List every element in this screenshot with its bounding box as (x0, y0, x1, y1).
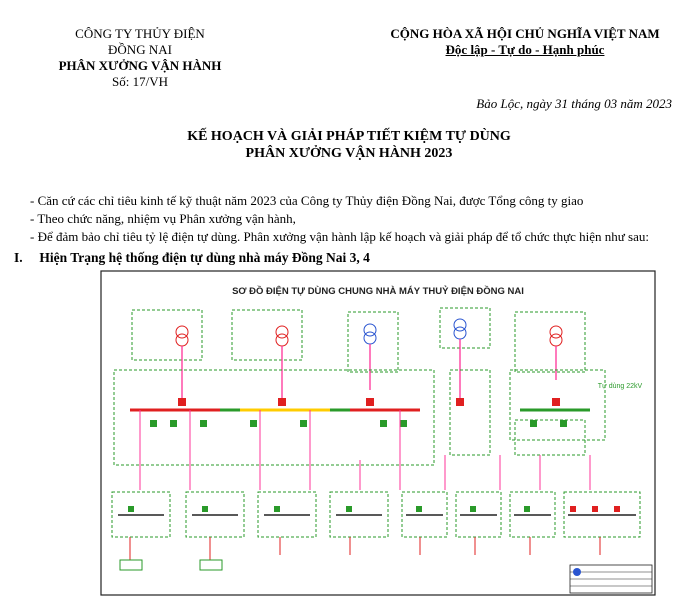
transformer-icon (453, 318, 467, 332)
board-breakers (570, 506, 620, 512)
incomer-box-center (231, 309, 303, 361)
company-logo-icon (573, 568, 581, 576)
main-switchgear-box (113, 369, 435, 466)
aux-22kv-label: Tự dùng 22kV (598, 383, 643, 390)
basis-item: - Theo chức năng, nhiệm vụ Phân xưởng vậ… (30, 211, 296, 226)
feeder-lines (139, 410, 591, 490)
issuer-block: CÔNG TY THỦY ĐIỆN ĐỒNG NAI PHÂN XƯỞNG VẬ… (20, 26, 260, 90)
title-line1: KẾ HOẠCH VÀ GIẢI PHÁP TIẾT KIỆM TỰ DÙNG (187, 129, 511, 144)
company-name-line2: ĐỒNG NAI (108, 42, 172, 57)
right-lower-box (514, 419, 586, 456)
title-line2: PHÂN XƯỞNG VẬN HÀNH 2023 (245, 146, 453, 161)
incomer-box-right (347, 311, 399, 373)
transformer-icon (549, 325, 563, 339)
distribution-boards (111, 491, 641, 538)
national-header: CỘNG HÒA XÃ HỘI CHỦ NGHĨA VIỆT NAM Độc l… (370, 26, 680, 58)
diagram-title: SƠ ĐỒ ĐIỆN TỰ DÙNG CHUNG NHÀ MÁY THUỶ ĐI… (232, 285, 524, 297)
company-name-line1: CÔNG TY THỦY ĐIỆN (75, 26, 205, 41)
diagram-svg: SƠ ĐỒ ĐIỆN TỰ DÙNG CHUNG NHÀ MÁY THUỶ ĐI… (100, 270, 656, 596)
breaker-group (178, 398, 560, 406)
transformer-icon (363, 323, 377, 337)
section-title: Hiện Trạng hệ thống điện tự dùng nhà máy… (39, 250, 370, 265)
load-box (199, 559, 223, 571)
unit-name: PHÂN XƯỞNG VẬN HÀNH (58, 58, 222, 73)
load-box (119, 559, 143, 571)
basis-item: - Để đảm bảo chỉ tiêu tỷ lệ điện tự dùng… (30, 229, 649, 244)
transformer-icon (175, 325, 189, 339)
nation-name: CỘNG HÒA XÃ HỘI CHỦ NGHĨA VIỆT NAM (390, 26, 660, 41)
board-breakers-closed (128, 506, 530, 512)
right-switchgear-box (509, 369, 606, 441)
diagram-frame (100, 270, 656, 596)
single-line-diagram: SƠ ĐỒ ĐIỆN TỰ DÙNG CHUNG NHÀ MÁY THUỶ ĐI… (100, 270, 656, 596)
basis-item: - Căn cứ các chỉ tiêu kinh tế kỹ thuật n… (30, 193, 584, 208)
national-motto: Độc lập - Tự do - Hạnh phúc (445, 42, 605, 57)
feeder-lines (181, 339, 557, 400)
incomer-box-left (131, 309, 203, 361)
section-heading: I. Hiện Trạng hệ thống điện tự dùng nhà … (14, 250, 370, 266)
section-number: I. (14, 250, 23, 265)
aux-box-right (514, 311, 586, 373)
document-number: Số: 17/VH (112, 74, 168, 89)
load-lines (129, 537, 601, 560)
date-line: Bảo Lộc, ngày 31 tháng 03 năm 2023 (476, 96, 672, 111)
basis-list: - Căn cứ các chỉ tiêu kinh tế kỹ thuật n… (30, 192, 680, 246)
breaker-group-closed (150, 420, 567, 427)
transformer-icon (275, 325, 289, 339)
mid-switchgear-box (449, 369, 491, 456)
document-title: KẾ HOẠCH VÀ GIẢI PHÁP TIẾT KIỆM TỰ DÙNG … (0, 128, 698, 162)
transformer-box (439, 307, 491, 349)
